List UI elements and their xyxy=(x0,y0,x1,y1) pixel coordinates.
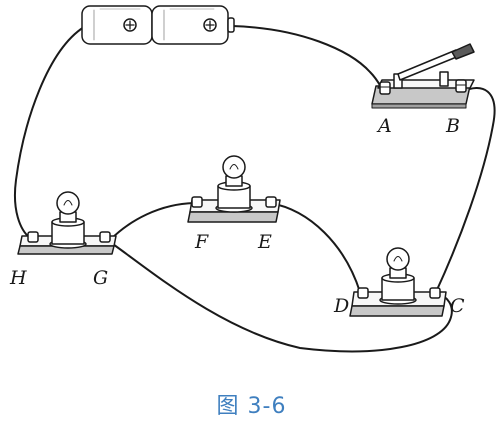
battery-pack xyxy=(81,5,235,45)
label-c: C xyxy=(450,295,465,317)
label-e: E xyxy=(257,231,272,253)
wire-battery-to-a xyxy=(231,25,385,93)
battery-left xyxy=(81,5,153,45)
bulb xyxy=(56,191,80,215)
bulb xyxy=(222,155,246,179)
battery-right xyxy=(151,5,235,45)
switch-blade xyxy=(397,49,460,81)
lamp-dc xyxy=(349,247,447,317)
terminal-labels: A B F E H G D C xyxy=(9,115,465,317)
lamp-fe xyxy=(187,155,281,223)
wire-b-to-c xyxy=(435,87,496,293)
terminal-d-post xyxy=(357,287,369,299)
label-b: B xyxy=(445,115,460,137)
lamp-hg xyxy=(17,191,117,255)
switch-handle xyxy=(451,43,475,60)
terminal-a-post xyxy=(379,81,391,95)
label-a: A xyxy=(376,115,392,137)
wire-g-to-c xyxy=(109,241,453,353)
terminal-e-post xyxy=(265,196,277,208)
label-h: H xyxy=(9,267,27,289)
label-f: F xyxy=(194,231,209,253)
switch xyxy=(371,43,475,109)
label-d: D xyxy=(333,295,349,317)
terminal-f-post xyxy=(191,196,203,208)
terminal-g-post xyxy=(99,231,111,243)
terminal-h-post xyxy=(27,231,39,243)
figure-caption: 图 3-6 xyxy=(216,394,287,419)
terminal-b-post xyxy=(439,71,467,93)
bulb xyxy=(386,247,410,271)
wire-g-to-f xyxy=(109,202,195,241)
terminal-c-post xyxy=(429,287,441,299)
wires xyxy=(14,25,496,353)
wire-e-to-d xyxy=(269,202,361,293)
wire-battery-to-h xyxy=(14,26,85,239)
label-g: G xyxy=(93,267,108,289)
